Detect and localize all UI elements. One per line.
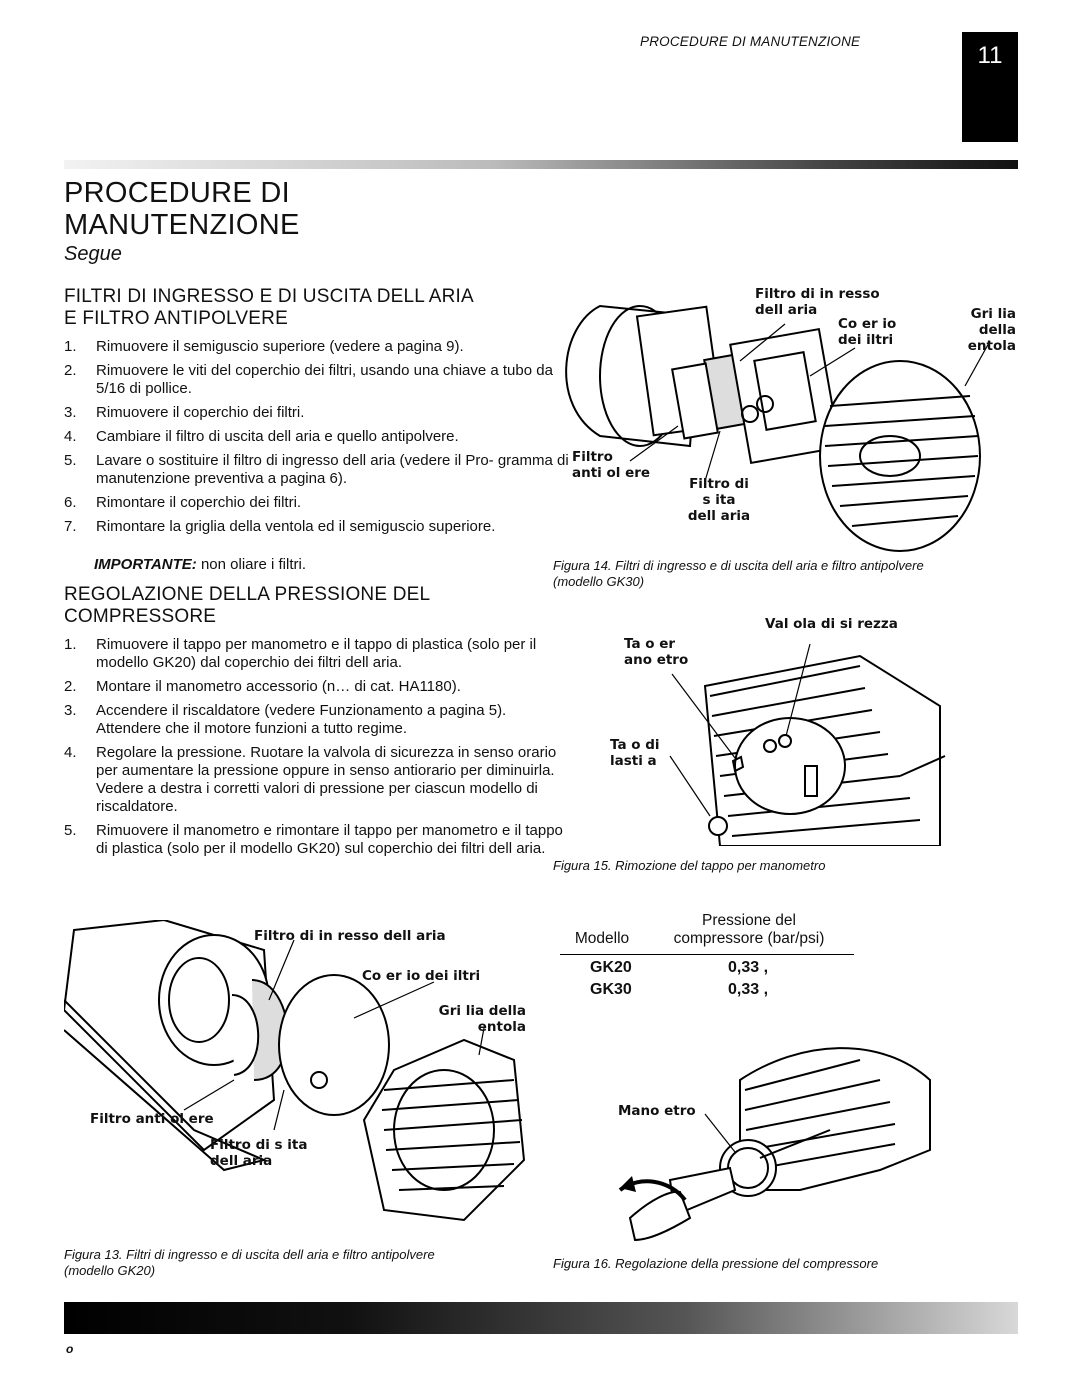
fig13-label-dust-filter: Filtro anti ol ere xyxy=(90,1111,214,1127)
section2-heading-line2: COMPRESSORE xyxy=(64,606,217,627)
important-label: IMPORTANTE: xyxy=(94,556,197,573)
fig15-label-relief-valve: Val ola di si rezza xyxy=(765,616,898,632)
page-subtitle: Segue xyxy=(64,243,122,265)
section2-steps: 1.Rimuovere il tappo per manometro e il … xyxy=(64,636,574,864)
list-item: 5.Rimuovere il manometro e rimontare il … xyxy=(64,822,563,857)
important-note: IMPORTANTE: non oliare i filtri. xyxy=(94,556,306,573)
page-title-line1: PROCEDURE DI xyxy=(64,177,290,209)
page-number-box: 11 xyxy=(962,32,1018,142)
list-item: 7.Rimontare la griglia della ventola ed … xyxy=(64,518,496,535)
pressure-table: Modello Pressione del compressore (bar/p… xyxy=(560,912,856,999)
running-title: PROCEDURE DI MANUTENZIONE xyxy=(640,34,861,49)
figure16-caption: Figura 16. Regolazione della pressione d… xyxy=(553,1256,879,1271)
page-number: 11 xyxy=(977,42,1003,69)
list-item: 3.Accendere il riscaldatore (vedere Funz… xyxy=(64,702,507,737)
top-gradient-bar xyxy=(64,160,1018,169)
footer-mark: o xyxy=(66,1342,74,1356)
page-title-line2: MANUTENZIONE xyxy=(64,209,300,241)
list-item: 1.Rimuovere il semiguscio superiore (ved… xyxy=(64,338,464,355)
figure15-caption: Figura 15. Rimozione del tappo per manom… xyxy=(553,858,826,873)
figure13-caption: Figura 13. Filtri di ingresso e di uscit… xyxy=(64,1247,435,1278)
bottom-gradient-bar xyxy=(64,1302,1018,1334)
section2-heading: REGOLAZIONE DELLA PRESSIONE DEL COMPRESS… xyxy=(64,584,430,628)
list-item: 1.Rimuovere il tappo per manometro e il … xyxy=(64,636,537,671)
figure15-illustration xyxy=(669,643,946,846)
list-item: 2.Rimuovere le viti del coperchio dei fi… xyxy=(64,362,553,397)
section1-heading-line1: FILTRI DI INGRESSO E DI USCITA DELL ARIA xyxy=(64,286,474,307)
section1-heading-line2: E FILTRO ANTIPOLVERE xyxy=(64,308,288,329)
table-row: GK20 0,33 , xyxy=(590,959,769,976)
page-title: PROCEDURE DI MANUTENZIONE xyxy=(64,177,300,241)
section1-steps: 1.Rimuovere il semiguscio superiore (ved… xyxy=(64,338,569,542)
table-header-model: Modello xyxy=(574,930,630,947)
list-item: 6.Rimontare il coperchio dei filtri. xyxy=(64,494,302,511)
list-item: 4.Cambiare il filtro di uscita dell aria… xyxy=(64,428,459,445)
figure13-illustration xyxy=(64,920,526,1222)
table-header-pressure: Pressione del compressore (bar/psi) xyxy=(673,912,825,947)
fig16-label-gauge: Mano etro xyxy=(618,1103,696,1119)
table-rule xyxy=(560,954,854,955)
figure16-illustration xyxy=(618,1047,931,1242)
section2-heading-line1: REGOLAZIONE DELLA PRESSIONE DEL xyxy=(64,584,431,605)
important-text: non oliare i filtri. xyxy=(200,556,306,573)
figure14-caption: Figura 14. Filtri di ingresso e di uscit… xyxy=(553,558,924,589)
table-row: GK30 0,33 , xyxy=(590,981,769,998)
list-item: 2.Montare il manometro accessorio (n… di… xyxy=(64,678,461,695)
list-item: 5.Lavare o sostituire il filtro di ingre… xyxy=(64,452,569,487)
fig13-label-intake-filter: Filtro di in resso dell aria xyxy=(254,928,446,944)
fig13-label-filter-cover: Co er io dei iltri xyxy=(362,968,481,984)
figure14-illustration xyxy=(565,304,991,552)
list-item: 4.Regolare la pressione. Ruotare la valv… xyxy=(64,744,557,815)
table-header: Modello Pressione del compressore (bar/p… xyxy=(560,912,856,948)
list-item: 3.Rimuovere il coperchio dei filtri. xyxy=(64,404,305,421)
section1-heading: FILTRI DI INGRESSO E DI USCITA DELL ARIA… xyxy=(64,286,474,330)
